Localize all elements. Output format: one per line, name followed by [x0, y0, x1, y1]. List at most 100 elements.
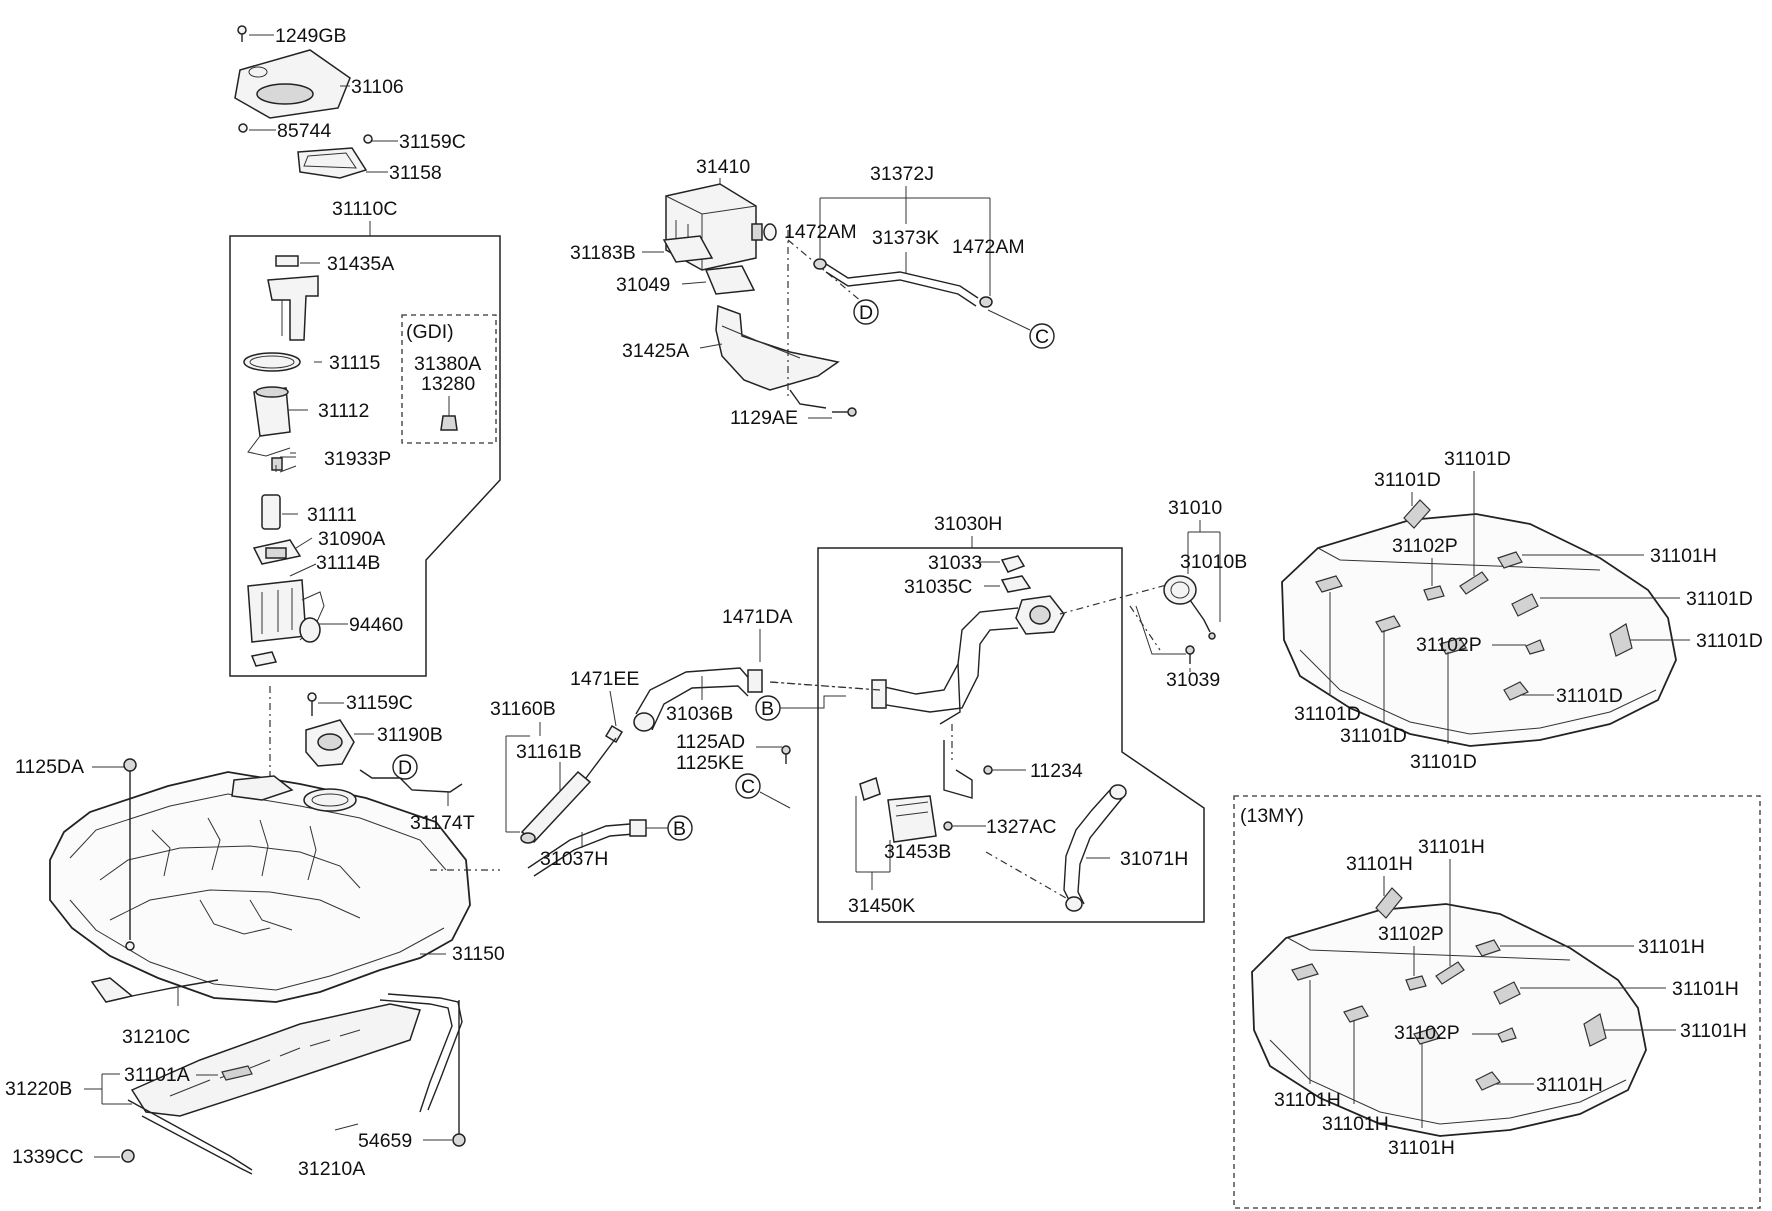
- r1-label-31101D-g: 31101D: [1340, 725, 1407, 747]
- r1-label-31101D-h: 31101D: [1410, 751, 1477, 773]
- connector-C-mid: [735, 773, 761, 799]
- r2-label-31101H-f: 31101H: [1536, 1074, 1603, 1096]
- part-label-1471DA: 1471DA: [722, 606, 792, 628]
- part-label-31039: 31039: [1166, 669, 1220, 691]
- part-label-31115: 31115: [329, 352, 380, 374]
- part-label-1327AC: 1327AC: [986, 816, 1056, 838]
- part-label-31210C: 31210C: [122, 1026, 190, 1048]
- tank-stickers-13my-view-drawing: [1251, 887, 1647, 1137]
- connector-B-lower: [667, 815, 693, 841]
- part-label-11234: 11234: [1030, 760, 1083, 782]
- part-label-31036B: 31036B: [666, 703, 733, 725]
- r2-label-31101H-g: 31101H: [1274, 1089, 1341, 1111]
- r1-label-31101D-d: 31101D: [1696, 630, 1763, 652]
- part-label-94460: 94460: [349, 614, 403, 636]
- gdi-sensor-drawing: [440, 415, 458, 431]
- part-label-31114B: 31114B: [316, 552, 380, 574]
- part-label-31158: 31158: [389, 162, 442, 184]
- r2-label-31101H-i: 31101H: [1388, 1137, 1455, 1159]
- connector-label-C-mid: C: [741, 776, 755, 798]
- gasket-drawing: [297, 134, 373, 179]
- connector-D-canister: [853, 299, 879, 325]
- part-label-31150: 31150: [452, 943, 505, 965]
- pump-module-group-box: [229, 235, 501, 677]
- part-label-31010: 31010: [1168, 497, 1222, 519]
- connector-D-tank: [392, 754, 418, 780]
- part-label-31035C: 31035C: [904, 576, 972, 598]
- access-cover-plate-drawing: [234, 25, 351, 133]
- r2-label-31101H-b: 31101H: [1418, 836, 1485, 858]
- part-label-31174T: 31174T: [410, 812, 475, 834]
- part-label-31190B: 31190B: [377, 724, 443, 746]
- r1-label-31102P-a: 31102P: [1392, 535, 1458, 557]
- nut-1327AC-drawing: [943, 821, 953, 831]
- part-label-31933P: 31933P: [324, 448, 391, 470]
- r1-label-31101H: 31101H: [1650, 545, 1717, 567]
- part-label-31159C-mid: 31159C: [346, 692, 413, 714]
- part-label-31183B: 31183B: [570, 242, 636, 264]
- part-label-31453B: 31453B: [884, 841, 951, 863]
- r2-label-31101H-a: 31101H: [1346, 853, 1413, 875]
- r1-label-31101D-c: 31101D: [1686, 588, 1753, 610]
- part-label-31435A: 31435A: [327, 253, 394, 275]
- part-label-1125DA: 1125DA: [15, 756, 84, 778]
- hoses-drawing: [520, 667, 763, 877]
- part-label-85744: 85744: [277, 120, 331, 142]
- 13my-label: (13MY): [1240, 805, 1304, 827]
- part-label-31450K: 31450K: [848, 895, 915, 917]
- vapor-hose-drawing: [813, 258, 993, 308]
- r2-label-31102P-b: 31102P: [1394, 1022, 1460, 1044]
- bolt-1125AD-drawing: [781, 745, 791, 755]
- r1-label-31101D-f: 31101D: [1294, 703, 1361, 725]
- part-label-31220B: 31220B: [5, 1078, 72, 1100]
- connector-label-C-canister: C: [1035, 326, 1049, 348]
- part-label-31410: 31410: [696, 156, 750, 178]
- connector-label-B-lower: B: [673, 818, 686, 840]
- part-label-31160B: 31160B: [490, 698, 556, 720]
- r2-label-31101H-e: 31101H: [1680, 1020, 1747, 1042]
- part-label-1339CC: 1339CC: [12, 1146, 84, 1168]
- r2-label-31101H-d: 31101H: [1672, 978, 1739, 1000]
- part-label-31037H: 31037H: [540, 848, 608, 870]
- part-label-31372J: 31372J: [870, 163, 934, 185]
- r1-label-31102P-b: 31102P: [1416, 634, 1482, 656]
- part-label-31049: 31049: [616, 274, 670, 296]
- filler-neck-group-box: [817, 547, 1205, 923]
- connector-label-D-tank: D: [398, 757, 412, 779]
- part-label-31030H: 31030H: [934, 513, 1002, 535]
- part-label-31090A: 31090A: [318, 528, 385, 550]
- part-label-1472AM-left: 1472AM: [784, 221, 857, 243]
- filler-neck-drawing: [859, 555, 1127, 912]
- canister-bracket-drawing: [715, 304, 857, 417]
- gdi-group-box: [401, 314, 497, 444]
- part-label-31071H: 31071H: [1120, 848, 1188, 870]
- part-label-31373K: 31373K: [872, 227, 939, 249]
- part-label-31106: 31106: [351, 76, 404, 98]
- part-label-31112: 31112: [318, 400, 369, 422]
- part-label-1129AE: 1129AE: [730, 407, 798, 429]
- bolt-11234-drawing: [983, 765, 993, 775]
- part-label-1472AM-right: 1472AM: [952, 236, 1025, 258]
- r1-label-31101D-a: 31101D: [1374, 469, 1441, 491]
- part-label-31110C: 31110C: [332, 198, 397, 220]
- r2-label-31101H-c: 31101H: [1638, 936, 1705, 958]
- pump-module-parts-drawing: [243, 255, 325, 667]
- part-label-13280: 13280: [421, 373, 475, 395]
- connector-C-canister: [1029, 323, 1055, 349]
- filler-fitting-drawing: [305, 692, 463, 793]
- part-label-31033: 31033: [928, 552, 982, 574]
- part-label-31425A: 31425A: [622, 340, 689, 362]
- part-label-31101A: 31101A: [124, 1064, 190, 1086]
- part-label-1249GB: 1249GB: [275, 25, 347, 47]
- 13my-group-box: [1233, 795, 1761, 1209]
- part-label-31380A: 31380A: [414, 353, 481, 375]
- r2-label-31101H-h: 31101H: [1322, 1113, 1389, 1135]
- canister-filters-drawing: [662, 235, 756, 295]
- part-label-31161B: 31161B: [516, 741, 582, 763]
- fuel-cap-drawing: [1163, 575, 1216, 640]
- r1-label-31101D-e: 31101D: [1556, 685, 1623, 707]
- gdi-label: (GDI): [406, 321, 454, 343]
- part-label-54659: 54659: [358, 1130, 412, 1152]
- r1-label-31101D-b: 31101D: [1444, 448, 1511, 470]
